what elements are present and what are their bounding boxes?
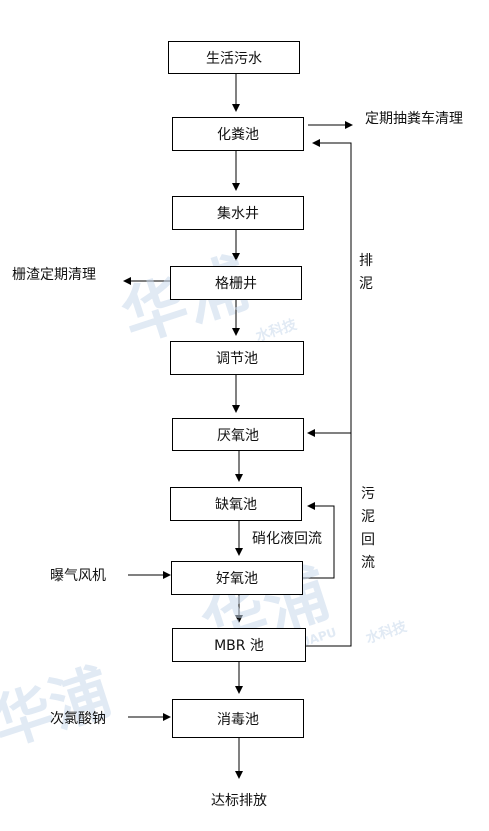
node-disinfection-tank: 消毒池 xyxy=(172,699,304,738)
node-sump: 集水井 xyxy=(172,196,304,230)
label-hypochlorite: 次氯酸钠 xyxy=(50,711,106,727)
node-screen-well: 格栅井 xyxy=(170,266,302,300)
node-label: 厌氧池 xyxy=(217,427,259,444)
label-nitrate-reflux: 硝化液回流 xyxy=(252,531,322,547)
node-domestic-sewage: 生活污水 xyxy=(168,41,300,74)
node-label: MBR 池 xyxy=(214,638,264,654)
node-regulating-tank: 调节池 xyxy=(170,341,304,375)
node-label: 化粪池 xyxy=(217,127,259,143)
node-label: 好氧池 xyxy=(216,571,258,587)
sludge-discharge-line xyxy=(306,139,352,647)
node-anoxic-tank: 缺氧池 xyxy=(170,487,302,521)
node-label: 缺氧池 xyxy=(215,497,257,513)
node-label: 消毒池 xyxy=(217,711,259,728)
node-label: 格栅井 xyxy=(215,276,257,292)
label-screenings-cleaning: 栅渣定期清理 xyxy=(12,267,96,283)
node-label: 集水井 xyxy=(217,206,259,222)
label-sludge-discharge: 排泥 xyxy=(359,253,373,292)
nitrate-reflux-line xyxy=(303,502,335,579)
label-sludge-return: 污泥回流 xyxy=(361,486,375,571)
label-blower: 曝气风机 xyxy=(50,568,106,584)
node-anaerobic-tank: 厌氧池 xyxy=(172,418,304,451)
node-mbr-tank: MBR 池 xyxy=(172,628,306,662)
label-discharge: 达标排放 xyxy=(211,793,267,809)
node-septic-tank: 化粪池 xyxy=(172,117,304,151)
node-label: 调节池 xyxy=(216,351,258,367)
node-aerobic-tank: 好氧池 xyxy=(171,561,303,595)
node-label: 生活污水 xyxy=(206,50,262,67)
label-septic-cleaning: 定期抽粪车清理 xyxy=(365,111,463,127)
